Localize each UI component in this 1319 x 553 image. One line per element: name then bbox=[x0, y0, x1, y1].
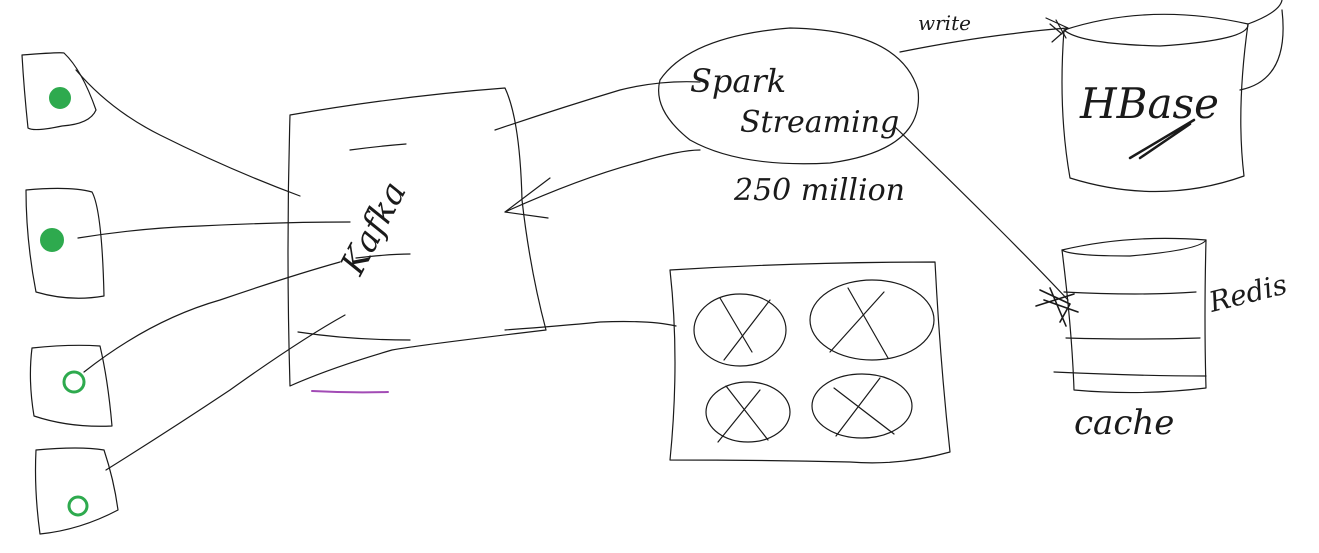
device-1-dot bbox=[49, 87, 71, 109]
kafka-underline bbox=[311, 390, 389, 394]
worker-2 bbox=[809, 279, 935, 361]
streaming-label: Streaming bbox=[740, 105, 899, 140]
device-3-dot bbox=[62, 370, 86, 394]
spark-streaming-node: Spark Streaming 250 million bbox=[658, 27, 920, 208]
hbase-store: HBase bbox=[1061, 0, 1284, 193]
workers-box bbox=[669, 261, 951, 464]
worker-4 bbox=[811, 373, 913, 439]
kafka-label: Kafka bbox=[332, 175, 414, 282]
redis-cache-store: Redis cache bbox=[1053, 237, 1291, 443]
device-connectors bbox=[75, 69, 351, 471]
device-3 bbox=[29, 344, 113, 427]
write-label: write bbox=[918, 11, 971, 35]
cache-label: cache bbox=[1074, 403, 1174, 443]
kafka-spark-arrows bbox=[494, 81, 701, 219]
redis-label: Redis bbox=[1205, 268, 1291, 319]
device-1 bbox=[21, 52, 97, 131]
worker-1 bbox=[693, 293, 787, 367]
worker-3 bbox=[705, 381, 791, 443]
kafka-box: Kafka bbox=[287, 87, 547, 394]
throughput-label: 250 million bbox=[733, 173, 905, 208]
spark-hbase-arrow: write bbox=[899, 11, 1069, 53]
spark-label: Spark bbox=[690, 62, 786, 100]
kafka-workers-connector bbox=[504, 320, 677, 331]
spark-redis-arrow bbox=[893, 125, 1079, 327]
hbase-label: HBase bbox=[1079, 79, 1219, 128]
device-4-dot bbox=[67, 495, 89, 517]
device-2-dot bbox=[40, 228, 64, 252]
device-2 bbox=[25, 187, 105, 299]
device-4 bbox=[34, 447, 119, 535]
kafka-partition-lines bbox=[297, 143, 411, 341]
